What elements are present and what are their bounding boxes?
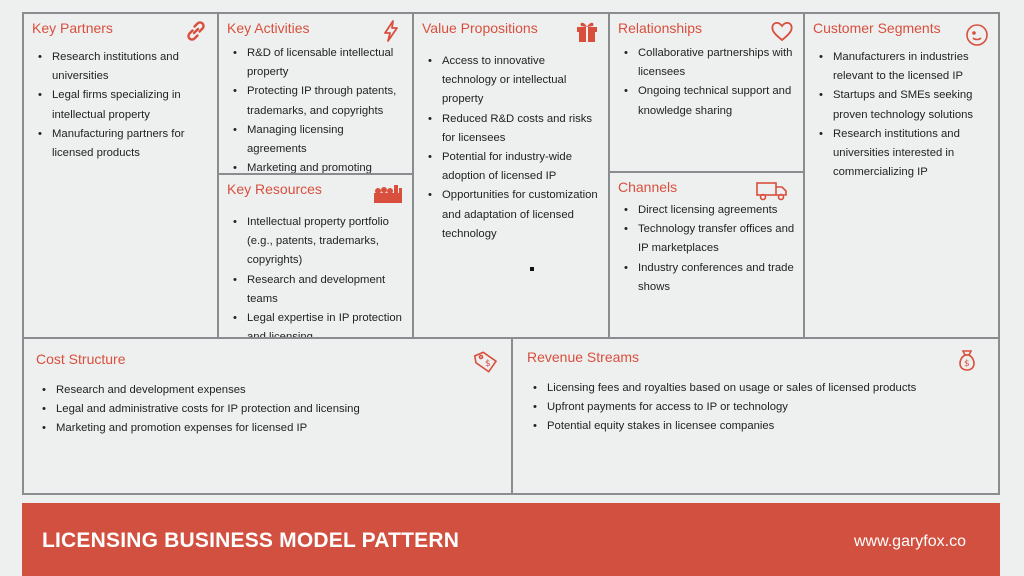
- value-propositions-block: Value Propositions Access to innovative …: [412, 12, 610, 339]
- key-partners-title: Key Partners: [32, 20, 113, 36]
- list-item: Upfront payments for access to IP or tec…: [533, 398, 992, 417]
- list-item: Research institutions and universities: [38, 48, 211, 86]
- svg-text:$: $: [485, 359, 491, 369]
- svg-text:$: $: [964, 359, 970, 369]
- stray-dot: [530, 267, 534, 271]
- relationships-title: Relationships: [618, 20, 703, 36]
- list-item: Technology transfer offices and IP marke…: [624, 220, 797, 258]
- revenue-streams-title: Revenue Streams: [527, 349, 640, 365]
- list-item: Access to innovative technology or intel…: [428, 52, 602, 110]
- customer-segments-list: Manufacturers in industries relevant to …: [819, 48, 992, 182]
- footer-site-link[interactable]: www.garyfox.co: [853, 533, 966, 550]
- cost-structure-title: Cost Structure: [36, 351, 126, 367]
- value-propositions-title: Value Propositions: [422, 20, 538, 36]
- list-item: Opportunities for customization and adap…: [428, 186, 602, 244]
- footer-banner: LICENSING BUSINESS MODEL PATTERN www.gar…: [22, 503, 1000, 576]
- list-item: Intellectual property portfolio (e.g., p…: [233, 213, 406, 271]
- list-item: Protecting IP through patents, trademark…: [233, 82, 406, 120]
- factory-icon: [370, 179, 406, 205]
- cost-structure-block: Cost Structure $ Research and developmen…: [22, 337, 513, 495]
- money-bag-icon: $: [954, 347, 980, 373]
- list-item: Ongoing technical support and knowledge …: [624, 82, 797, 120]
- list-item: Manufacturers in industries relevant to …: [819, 48, 992, 86]
- key-partners-list: Research institutions and universities L…: [38, 48, 211, 163]
- channels-block: Channels Direct licensing agreements Tec…: [608, 171, 805, 339]
- key-resources-block: Key Resources Intellectual property port…: [217, 173, 414, 339]
- key-activities-block: Key Activities R&D of licensable intelle…: [217, 12, 414, 175]
- relationships-list: Collaborative partnerships with licensee…: [624, 44, 797, 121]
- truck-icon: [755, 177, 789, 203]
- list-item: Legal firms specializing in intellectual…: [38, 86, 211, 124]
- revenue-streams-block: Revenue Streams $ Licensing fees and roy…: [511, 337, 1000, 495]
- key-activities-list: R&D of licensable intellectual property …: [233, 44, 406, 173]
- list-item: Reduced R&D costs and risks for licensee…: [428, 110, 602, 148]
- footer-title: LICENSING BUSINESS MODEL PATTERN: [42, 529, 460, 552]
- list-item: Managing licensing agreements: [233, 121, 406, 159]
- list-item: Potential equity stakes in licensee comp…: [533, 417, 992, 436]
- smiley-icon: [964, 22, 990, 48]
- list-item: Research and development teams: [233, 271, 406, 309]
- list-item: Startups and SMEs seeking proven technol…: [819, 86, 992, 124]
- list-item: Collaborative partnerships with licensee…: [624, 44, 797, 82]
- value-propositions-list: Access to innovative technology or intel…: [428, 52, 602, 244]
- key-resources-list: Intellectual property portfolio (e.g., p…: [233, 213, 406, 337]
- list-item: R&D of licensable intellectual property: [233, 44, 406, 82]
- relationships-block: Relationships Collaborative partnerships…: [608, 12, 805, 173]
- list-item: Direct licensing agreements: [624, 201, 797, 220]
- list-item: Potential for industry-wide adoption of …: [428, 148, 602, 186]
- list-item: Research institutions and universities i…: [819, 125, 992, 183]
- list-item: Legal and administrative costs for IP pr…: [42, 400, 505, 419]
- list-item: Legal expertise in IP protection and lic…: [233, 309, 406, 337]
- gift-icon: [574, 18, 600, 44]
- lightning-icon: [378, 18, 404, 44]
- channels-list: Direct licensing agreements Technology t…: [624, 201, 797, 297]
- list-item: Manufacturing partners for licensed prod…: [38, 125, 211, 163]
- list-item: Research and development expenses: [42, 381, 505, 400]
- price-tag-icon: $: [473, 349, 499, 375]
- list-item: Industry conferences and trade shows: [624, 259, 797, 297]
- link-icon: [183, 18, 209, 44]
- key-activities-title: Key Activities: [227, 20, 310, 36]
- key-resources-title: Key Resources: [227, 181, 322, 197]
- heart-icon: [769, 18, 795, 44]
- list-item: Marketing and promotion expenses for lic…: [42, 419, 505, 438]
- revenue-streams-list: Licensing fees and royalties based on us…: [533, 379, 992, 437]
- cost-structure-list: Research and development expenses Legal …: [42, 381, 505, 439]
- list-item: Licensing fees and royalties based on us…: [533, 379, 992, 398]
- list-item: Marketing and promoting licensed technol…: [233, 159, 406, 173]
- channels-title: Channels: [618, 179, 678, 195]
- customer-segments-block: Customer Segments Manufacturers in indus…: [803, 12, 1000, 339]
- key-partners-block: Key Partners Research institutions and u…: [22, 12, 219, 339]
- customer-segments-title: Customer Segments: [813, 20, 941, 36]
